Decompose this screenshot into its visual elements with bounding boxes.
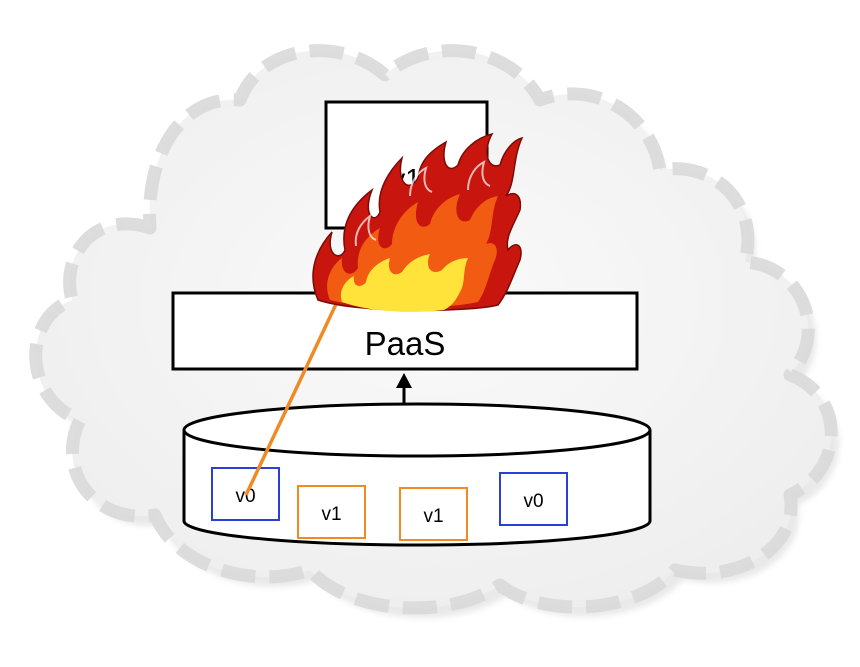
paas-label: PaaS — [365, 325, 446, 362]
storage-item-2: v1 — [297, 485, 366, 539]
storage-item-box — [499, 472, 568, 526]
storage-item-4: v0 — [499, 472, 568, 526]
storage-item-label: v0 — [235, 486, 255, 507]
storage-item-box — [297, 485, 366, 539]
fire-icon — [312, 132, 524, 312]
connector-line — [244, 299, 340, 496]
storage-item-label: v1 — [423, 506, 443, 527]
storage-item-label: v0 — [523, 491, 543, 512]
storage-item-box — [399, 487, 468, 541]
storage-item-label: v1 — [321, 504, 341, 525]
storage-item-3: v1 — [399, 487, 468, 541]
